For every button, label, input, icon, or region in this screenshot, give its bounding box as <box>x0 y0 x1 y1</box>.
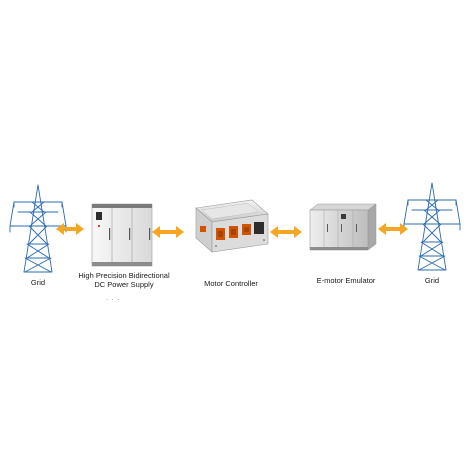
power-supply-cabinet-icon <box>91 203 153 267</box>
power-supply-label: High Precision Bidirectional DC Power Su… <box>76 271 172 289</box>
power-supply-label-line2: DC Power Supply <box>94 280 154 289</box>
transmission-tower-right-icon <box>403 182 461 271</box>
double-arrow-grid-supply-icon <box>56 223 84 235</box>
double-arrow-supply-controller-icon <box>152 226 184 238</box>
decorative-ellipsis-icon: · · · <box>106 297 121 303</box>
grid-left-label: Grid <box>30 278 46 287</box>
double-arrow-emulator-grid-icon <box>378 223 408 235</box>
double-arrow-controller-emulator-icon <box>270 226 302 238</box>
emulator-cabinet-icon <box>309 203 377 251</box>
emotor-emulator-label: E-motor Emulator <box>316 276 376 285</box>
grid-right-label: Grid <box>424 276 440 285</box>
motor-controller-icon <box>195 199 269 253</box>
power-supply-label-line1: High Precision Bidirectional <box>78 271 170 280</box>
motor-controller-label: Motor Controller <box>204 279 258 288</box>
